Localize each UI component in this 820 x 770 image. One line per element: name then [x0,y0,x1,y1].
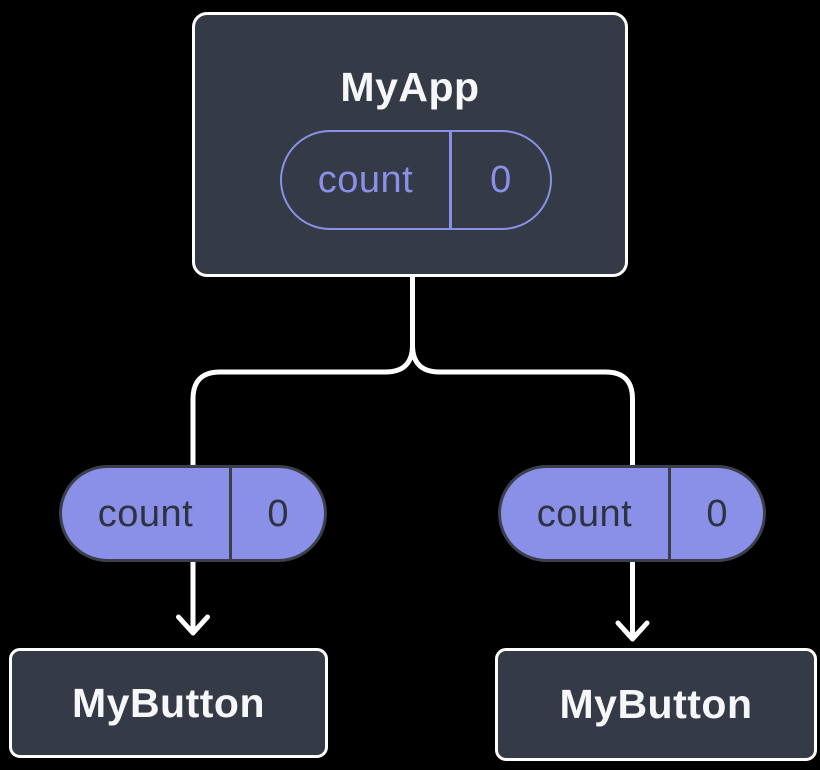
left-child-component-box: MyButton [9,648,328,758]
connector-right-branch [410,273,635,637]
connector-left-branch [190,273,415,632]
root-state-pill: count 0 [280,130,552,230]
right-prop-pill-label: count [536,492,633,535]
root-component-title: MyApp [340,64,480,110]
left-prop-pill-divider [229,468,232,559]
right-child-component-title: MyButton [559,681,753,727]
state-pill-divider [449,132,452,228]
right-child-component-box: MyButton [495,648,817,761]
left-child-component-title: MyButton [71,679,265,726]
arrowhead-left-icon [176,614,210,636]
arrowhead-right-icon [615,620,650,642]
left-prop-pill: count 0 [59,465,327,562]
state-pill-value: 0 [490,159,512,201]
left-prop-pill-label: count [97,492,194,535]
state-pill-label: count [317,159,414,201]
right-prop-pill: count 0 [498,465,766,562]
left-prop-pill-value: 0 [267,492,289,535]
right-prop-pill-value: 0 [706,492,728,535]
right-prop-pill-divider [668,468,671,559]
